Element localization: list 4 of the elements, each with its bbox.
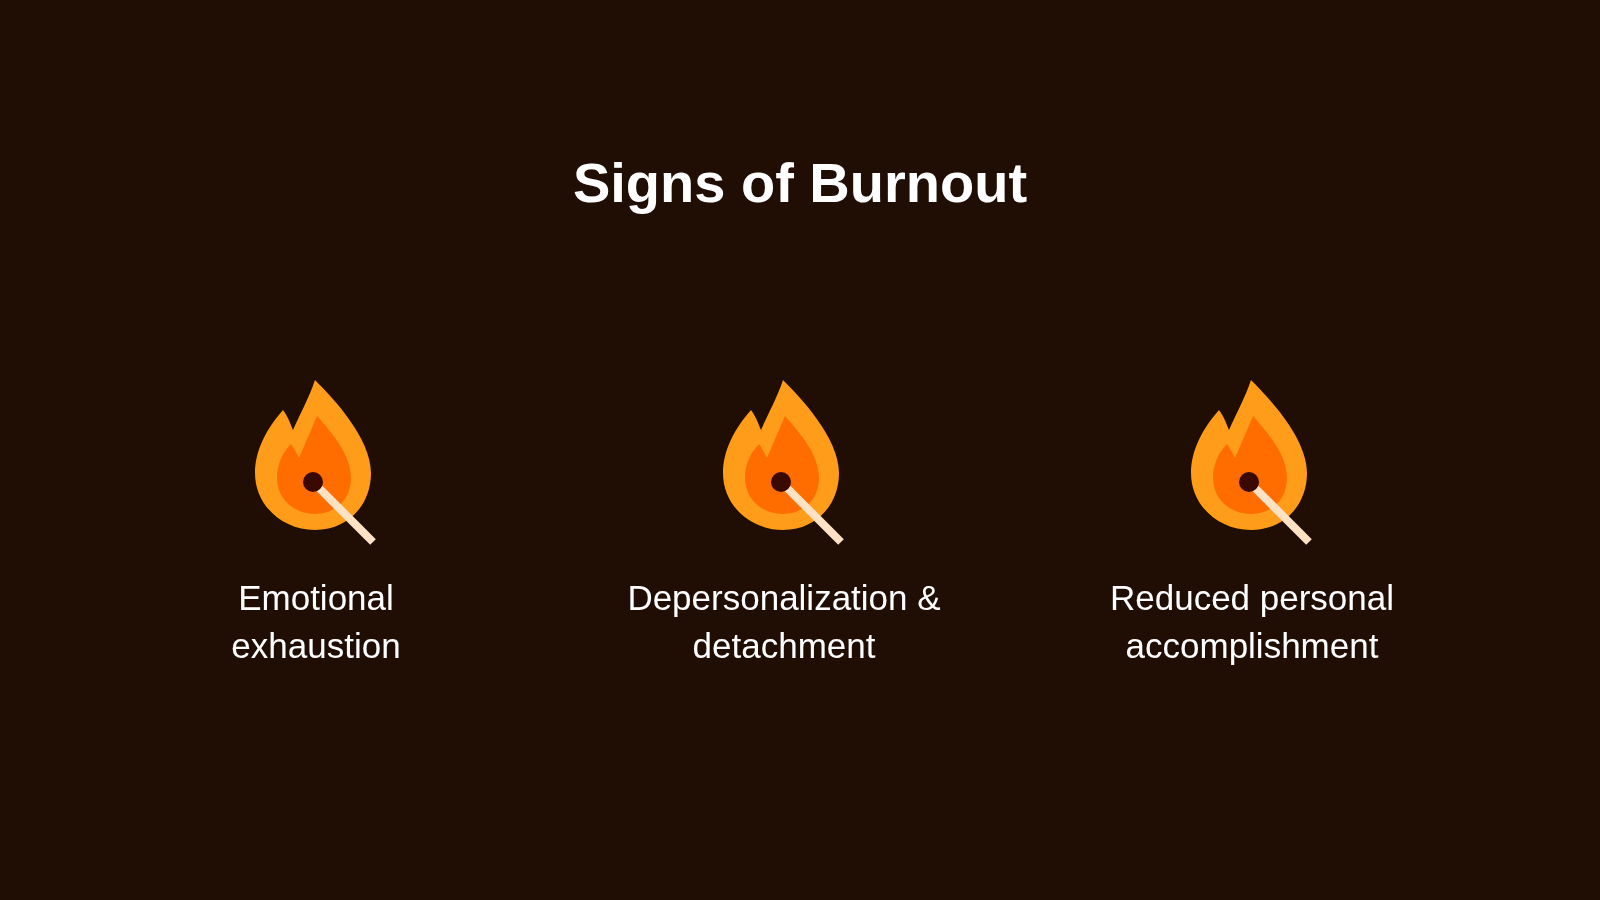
sign-label: Reduced personal accomplishment (1108, 577, 1396, 667)
title: Signs of Burnout (572, 150, 1028, 215)
sign-label: Depersonalization & detachment (626, 577, 942, 667)
sign-label: Emotional exhaustion (230, 577, 402, 667)
